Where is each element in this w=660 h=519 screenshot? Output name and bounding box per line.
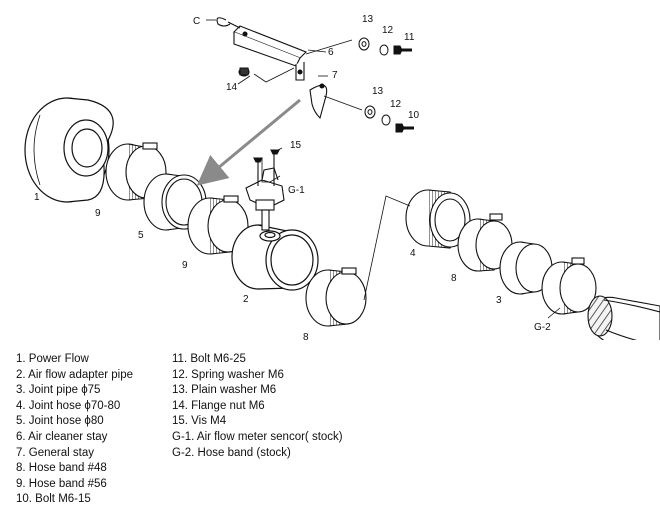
callout-8-middle: 8: [303, 332, 309, 340]
air-cleaner-stay: [216, 17, 307, 81]
legend-item: 2. Air flow adapter pipe: [16, 368, 133, 381]
callout-2: 2: [243, 294, 249, 305]
callout-13-upper: 13: [362, 14, 374, 25]
legend-item: 8. Hose band #48: [16, 462, 107, 475]
callout-8-right: 8: [451, 273, 457, 284]
parts-legend-left: 1. Power Flow 2. Air flow adapter pipe 3…: [16, 352, 133, 508]
legend-item: G-1. Air flow meter sencor( stock): [172, 430, 343, 443]
callout-7: 7: [332, 70, 338, 81]
stock-intake-hose: [587, 295, 660, 340]
callout-11: 11: [404, 32, 415, 43]
hose-band-stock-g2: [541, 257, 597, 315]
legend-item: 11. Bolt M6-25: [172, 353, 246, 365]
leader-lines: [206, 19, 561, 319]
callout-9-left: 9: [95, 208, 101, 219]
legend-item: 3. Joint pipe ϕ75: [16, 384, 101, 397]
callout-9-middle: 9: [182, 260, 188, 271]
assembly-arrow: [196, 98, 301, 186]
callout-13-lower: 13: [372, 86, 384, 97]
callout-14: 14: [226, 82, 238, 93]
callout-12-lower: 12: [390, 99, 402, 110]
callout-5: 5: [138, 230, 144, 241]
air-flow-adapter-pipe: [231, 224, 319, 291]
callout-4: 4: [410, 248, 416, 259]
callout-15: 15: [290, 140, 302, 151]
flange-nut: [238, 67, 250, 77]
legend-item: 9. Hose band #56: [16, 477, 107, 490]
callout-1: 1: [34, 192, 40, 203]
exploded-parts-diagram: C 13 12 11 6 7 14 13 12 10 15 G-1 1 9 5 …: [24, 14, 660, 340]
legend-item: 1. Power Flow: [16, 353, 89, 365]
legend-item: G-2. Hose band (stock): [172, 446, 291, 459]
legend-item: 7. General stay: [16, 446, 94, 459]
callout-c: C: [193, 16, 200, 27]
air-flow-meter-sensor: [245, 149, 285, 231]
legend-item: 10. Bolt M6-15: [16, 493, 91, 506]
callout-10: 10: [408, 110, 420, 121]
legend-item: 6. Air cleaner stay: [16, 430, 108, 443]
hardware-lower: [364, 105, 414, 133]
legend-item: 13. Plain washer M6: [172, 384, 277, 397]
legend-item: 4. Joint hose ϕ70-80: [16, 399, 121, 412]
callout-3: 3: [496, 295, 502, 306]
legend-item: 15. Vis M4: [172, 415, 227, 428]
legend-item: 12. Spring washer M6: [172, 368, 284, 381]
legend-item: 14. Flange nut M6: [172, 399, 265, 412]
general-stay: [309, 83, 328, 120]
power-flow-filter: [24, 97, 114, 203]
hose-band-48-middle: [305, 267, 367, 327]
callout-6: 6: [328, 47, 334, 58]
legend-item: 5. Joint hose ϕ80: [16, 415, 104, 428]
callout-g1: G-1: [288, 185, 305, 196]
parts-legend-right: 11. Bolt M6-25 12. Spring washer M6 13. …: [172, 352, 343, 461]
hardware-upper: [358, 37, 412, 56]
callout-12-upper: 12: [382, 25, 394, 36]
callout-g2: G-2: [534, 322, 551, 333]
hose-band-56-middle: [187, 195, 249, 255]
